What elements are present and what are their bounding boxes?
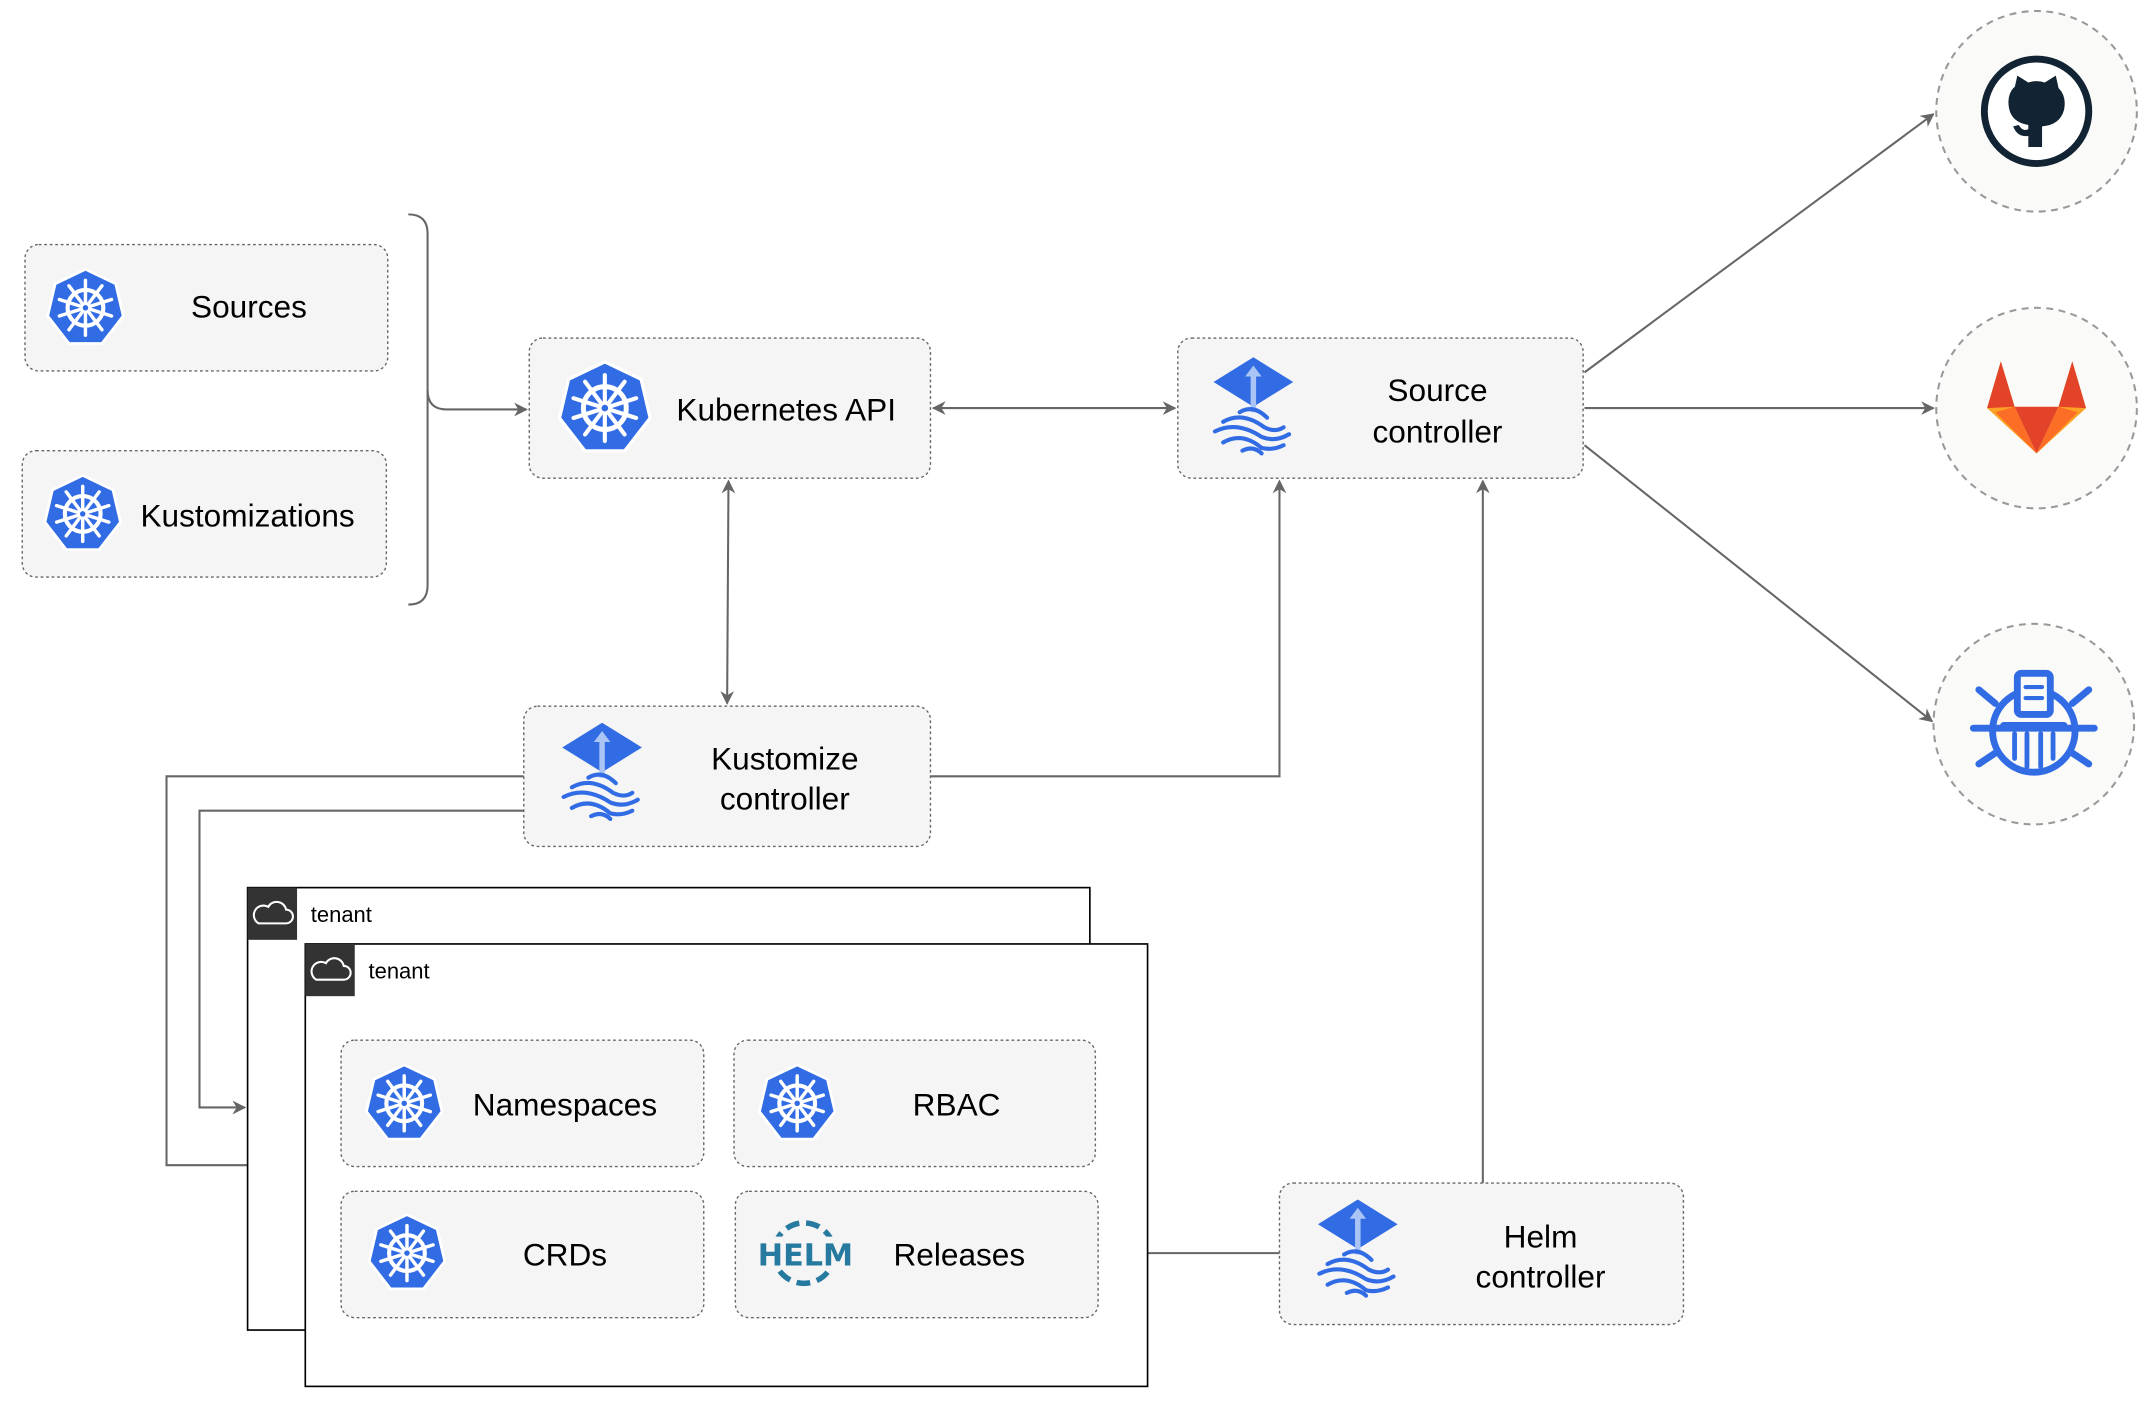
- crds-label: CRDs: [523, 1236, 607, 1272]
- tenant-group-front[interactable]: tenant Namespaces RBAC CRDs HELM Release…: [304, 943, 1149, 1388]
- kustomizations-label: Kustomizations: [140, 497, 354, 533]
- releases-node[interactable]: HELM Releases: [734, 1190, 1099, 1319]
- cloud-icon-bg: [247, 887, 298, 940]
- kubernetes-icon: [759, 1065, 835, 1139]
- source-controller-node[interactable]: Source controller: [1177, 337, 1584, 479]
- crds-node[interactable]: CRDs: [340, 1190, 705, 1319]
- kubernetes-icon: [369, 1215, 445, 1289]
- kubernetes-icon: [45, 475, 121, 549]
- helm-controller-label-1: Helm: [1504, 1219, 1578, 1255]
- cloud-icon: [310, 957, 352, 981]
- edge-source-github: [1583, 113, 1935, 374]
- edge-api-kustomize: [720, 479, 736, 705]
- kustomizations-node[interactable]: Kustomizations: [21, 449, 388, 578]
- kubernetes-icon: [559, 362, 650, 451]
- tenant-label: tenant: [311, 902, 372, 927]
- rbac-node[interactable]: RBAC: [733, 1039, 1097, 1168]
- sources-label: Sources: [191, 288, 307, 324]
- kubernetes-api-node[interactable]: Kubernetes API: [528, 337, 932, 479]
- bracket-lower: [408, 390, 429, 606]
- bracket-edge-to-api: [408, 213, 528, 417]
- bucket-node[interactable]: [1932, 622, 2136, 826]
- gitlab-node[interactable]: [1935, 306, 2138, 510]
- github-node[interactable]: [1935, 9, 2138, 213]
- bucket-icon: [1969, 669, 2098, 776]
- cloud-icon: [252, 900, 294, 925]
- kustomize-controller-label-2: controller: [720, 780, 850, 816]
- kubernetes-icon: [48, 269, 124, 343]
- kubernetes-api-label: Kubernetes API: [676, 391, 896, 427]
- source-controller-label-2: controller: [1373, 413, 1503, 449]
- kubernetes-icon: [366, 1065, 442, 1139]
- namespaces-node[interactable]: Namespaces: [340, 1039, 705, 1168]
- kustomize-controller-label-1: Kustomize: [711, 740, 858, 776]
- tenant-label: tenant: [369, 958, 430, 983]
- edge-source-bucket: [1583, 444, 1934, 723]
- helm-controller-label-2: controller: [1476, 1258, 1606, 1294]
- rbac-label: RBAC: [913, 1087, 1001, 1123]
- edge-kustomize-source: [930, 479, 1287, 778]
- namespaces-label: Namespaces: [473, 1087, 657, 1123]
- helm-icon: HELM: [758, 1220, 853, 1287]
- edge-kustomize-tenant1: [198, 809, 524, 1115]
- gitlab-icon: [1987, 361, 2087, 454]
- source-controller-label-1: Source: [1387, 372, 1487, 408]
- helm-controller-node[interactable]: Helm controller: [1278, 1182, 1685, 1326]
- cloud-icon-bg: [305, 943, 355, 997]
- github-icon: [1980, 55, 2093, 167]
- svg-text:HELM: HELM: [758, 1238, 853, 1273]
- kustomize-controller-node[interactable]: Kustomize controller: [523, 705, 932, 848]
- releases-label: Releases: [893, 1236, 1025, 1272]
- edge-kustomize-tenant2: [165, 775, 524, 1173]
- sources-node[interactable]: Sources: [24, 243, 389, 372]
